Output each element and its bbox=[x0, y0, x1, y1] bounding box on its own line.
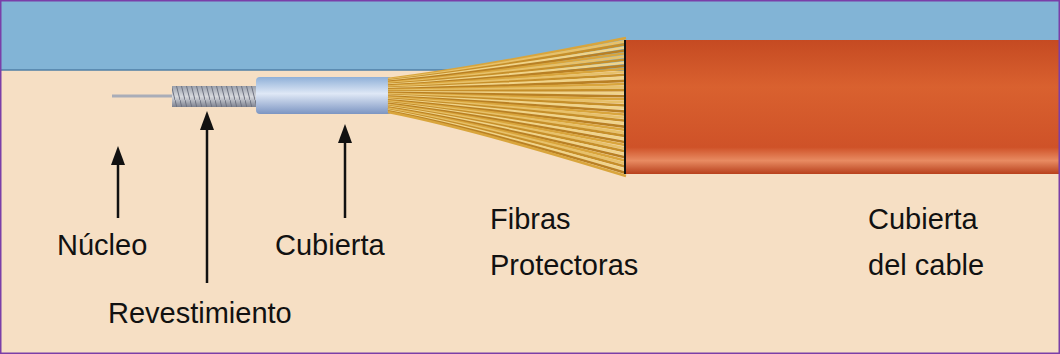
fibers-label: Fibras Protectoras bbox=[490, 196, 690, 288]
protective-fiber-strand bbox=[388, 87, 626, 91]
protective-fiber-strand bbox=[388, 112, 626, 176]
cladding-label: Revestimiento bbox=[108, 290, 368, 336]
core-label: Núcleo bbox=[57, 222, 237, 268]
buffer-label: Cubierta bbox=[275, 222, 455, 268]
jacket-label: Cubierta del cable bbox=[868, 196, 1018, 288]
